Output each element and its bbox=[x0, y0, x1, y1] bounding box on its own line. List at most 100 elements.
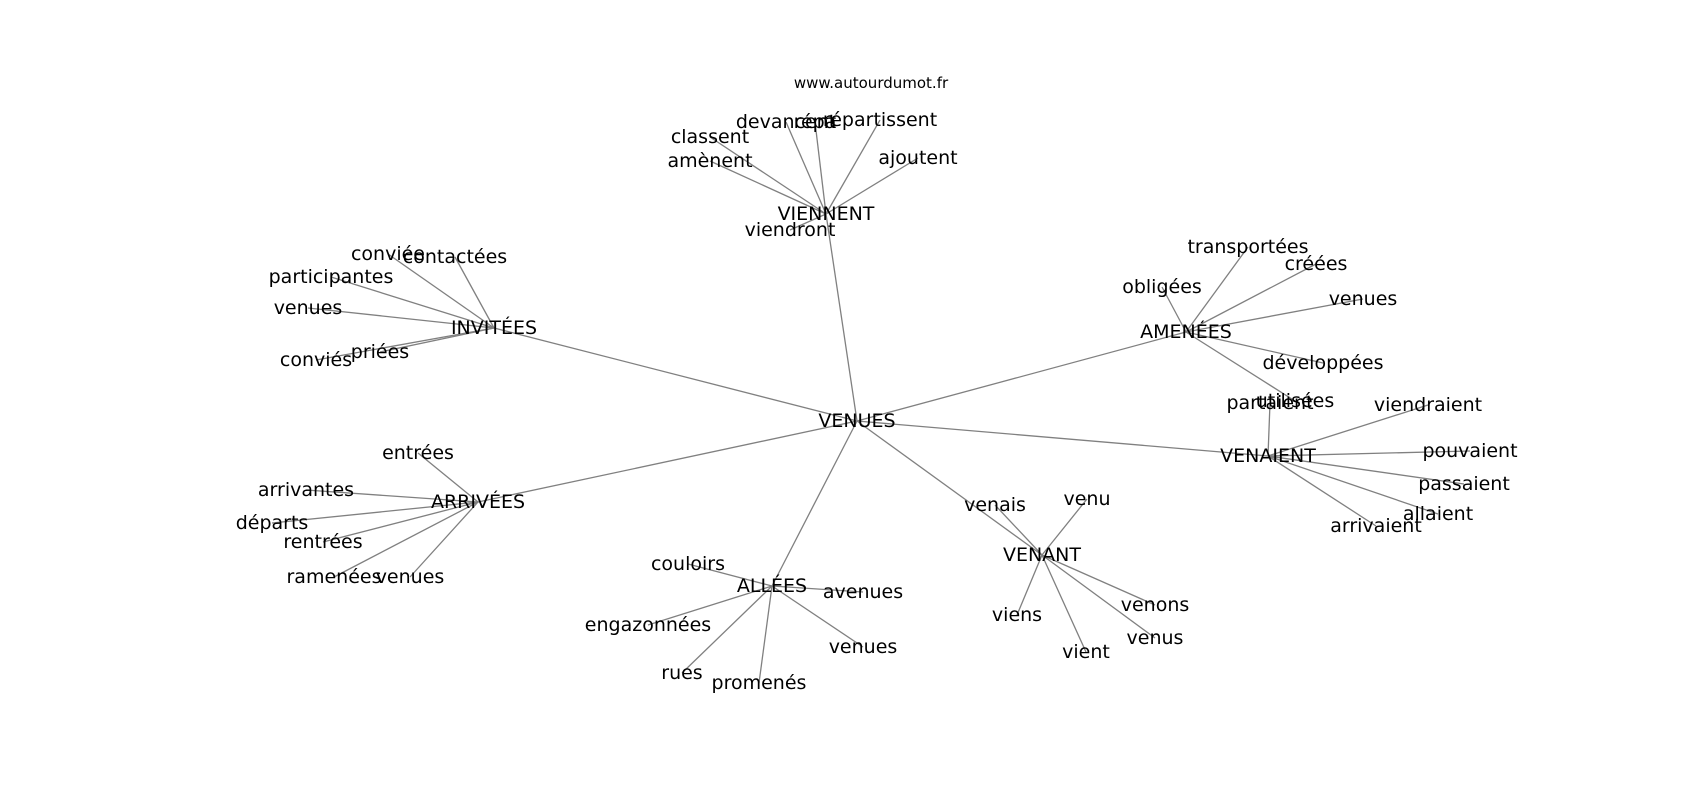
edge-hub-leaf bbox=[1185, 331, 1324, 364]
edge-hub-leaf bbox=[1185, 246, 1249, 333]
edge-root-hub bbox=[477, 420, 858, 503]
edge-hub-leaf bbox=[1267, 450, 1471, 457]
leaf-node-label: entrées bbox=[382, 442, 454, 464]
leaf-node-label: partaient bbox=[1226, 392, 1313, 414]
leaf-node-label: priées bbox=[351, 341, 409, 363]
leaf-node-label: viendraient bbox=[1374, 394, 1482, 416]
edge-hub-leaf bbox=[825, 157, 919, 215]
edge-root-hub bbox=[825, 213, 858, 422]
leaf-node-label: promenés bbox=[712, 672, 807, 694]
edge-hub-leaf bbox=[1016, 554, 1043, 616]
edge-root-hub bbox=[771, 420, 858, 587]
edge-hub-leaf bbox=[758, 585, 773, 684]
leaf-node-label: viendront bbox=[745, 219, 836, 241]
hub-node-label: VENAIENT bbox=[1220, 445, 1316, 467]
edge-hub-leaf bbox=[1041, 498, 1088, 556]
hub-node-label: INVITÉES bbox=[451, 316, 537, 339]
edge-hub-leaf bbox=[387, 253, 495, 329]
hub-node-label: VIENNENT bbox=[778, 203, 875, 225]
edge-hub-leaf bbox=[771, 585, 864, 648]
leaf-node-label: contactées bbox=[403, 246, 507, 268]
leaf-node-label: venues bbox=[274, 297, 343, 319]
edge-hub-leaf bbox=[814, 121, 827, 215]
edge-hub-leaf bbox=[322, 501, 479, 543]
leaf-node-label: conviée bbox=[351, 243, 425, 265]
leaf-node-label: devancent bbox=[736, 111, 836, 133]
edge-hub-leaf bbox=[454, 256, 495, 329]
leaf-node-label: allaient bbox=[1403, 503, 1473, 525]
leaf-node-label: avenues bbox=[823, 581, 903, 603]
edge-hub-leaf bbox=[1161, 286, 1187, 333]
edge-root-hub bbox=[856, 420, 1043, 556]
edge-hub-leaf bbox=[647, 585, 773, 626]
edge-hub-leaf bbox=[330, 276, 495, 329]
hub-node-label: VENANT bbox=[1003, 544, 1081, 566]
hub-node-label: ARRIVÉES bbox=[431, 490, 525, 513]
edge-hub-leaf bbox=[687, 563, 773, 587]
leaf-node-label: classent bbox=[671, 126, 749, 148]
leaf-node-label: viens bbox=[992, 604, 1042, 626]
leaf-node-label: venues bbox=[376, 566, 445, 588]
edge-hub-leaf bbox=[315, 327, 495, 361]
leaf-node-label: venu bbox=[1063, 488, 1110, 510]
edge-hub-leaf bbox=[1185, 331, 1296, 402]
leaf-node-label: venus bbox=[1127, 627, 1184, 649]
leaf-node-label: participantes bbox=[269, 266, 394, 288]
leaf-node-label: couloirs bbox=[651, 553, 725, 575]
edge-root-hub bbox=[856, 420, 1269, 457]
hub-node-label: AMENÉES bbox=[1140, 320, 1232, 343]
leaf-node-label: pouvaient bbox=[1422, 440, 1517, 462]
root-node-label: VENUES bbox=[818, 410, 895, 432]
edge-hub-leaf bbox=[1267, 455, 1439, 515]
leaf-node-label: utilisées bbox=[1256, 390, 1335, 412]
leaf-node-label: venues bbox=[1329, 288, 1398, 310]
edge-root-hub bbox=[493, 327, 858, 422]
edge-hub-leaf bbox=[271, 501, 479, 524]
edge-hub-leaf bbox=[1041, 554, 1087, 653]
leaf-node-label: amènent bbox=[667, 150, 752, 172]
leaf-node-label: ramenées bbox=[287, 566, 382, 588]
edge-hub-leaf bbox=[785, 121, 827, 215]
edge-root-hub bbox=[856, 331, 1187, 422]
graph-edges bbox=[271, 119, 1471, 684]
edge-hub-leaf bbox=[1185, 263, 1317, 333]
leaf-node-label: transportées bbox=[1187, 236, 1308, 258]
edge-hub-leaf bbox=[1267, 404, 1429, 457]
leaf-node-label: venons bbox=[1121, 594, 1190, 616]
leaf-node-label: rentrées bbox=[283, 531, 362, 553]
leaf-node-label: engazonnées bbox=[585, 614, 711, 636]
edge-hub-leaf bbox=[709, 136, 827, 215]
leaf-node-label: arrivantes bbox=[258, 479, 354, 501]
graph-labels: www.autourdumot.fr VENUES VIENNENT classen… bbox=[236, 74, 1518, 694]
leaf-node-label: répartissent bbox=[823, 109, 937, 131]
site-watermark: www.autourdumot.fr bbox=[794, 74, 949, 92]
edge-hub-leaf bbox=[789, 213, 827, 231]
leaf-node-label: rues bbox=[661, 662, 702, 684]
edge-hub-leaf bbox=[307, 307, 495, 329]
leaf-node-label: conviés bbox=[280, 349, 352, 371]
edge-hub-leaf bbox=[994, 504, 1043, 556]
edge-hub-leaf bbox=[1041, 554, 1156, 606]
edge-hub-leaf bbox=[1267, 402, 1271, 457]
leaf-node-label: venais bbox=[964, 494, 1026, 516]
hub-node-label: ALLÉES bbox=[737, 574, 807, 597]
leaf-node-label: arrivaient bbox=[1330, 515, 1422, 537]
edge-hub-leaf bbox=[681, 585, 773, 674]
edge-hub-leaf bbox=[1185, 298, 1364, 333]
leaf-node-label: venues bbox=[829, 636, 898, 658]
leaf-node-label: obligées bbox=[1122, 276, 1202, 298]
edge-hub-leaf bbox=[825, 119, 881, 215]
edge-hub-leaf bbox=[709, 160, 827, 215]
leaf-node-label: ajoutent bbox=[878, 147, 957, 169]
edge-hub-leaf bbox=[409, 501, 479, 578]
edge-hub-leaf bbox=[1267, 455, 1465, 485]
edge-hub-leaf bbox=[771, 585, 864, 593]
edge-hub-leaf bbox=[1041, 554, 1156, 639]
edge-hub-leaf bbox=[305, 489, 479, 503]
leaf-node-label: passaient bbox=[1418, 473, 1510, 495]
edge-hub-leaf bbox=[1267, 455, 1377, 527]
leaf-node-label: répa bbox=[794, 111, 837, 133]
leaf-node-label: créées bbox=[1285, 253, 1348, 275]
leaf-node-label: vient bbox=[1062, 641, 1110, 663]
